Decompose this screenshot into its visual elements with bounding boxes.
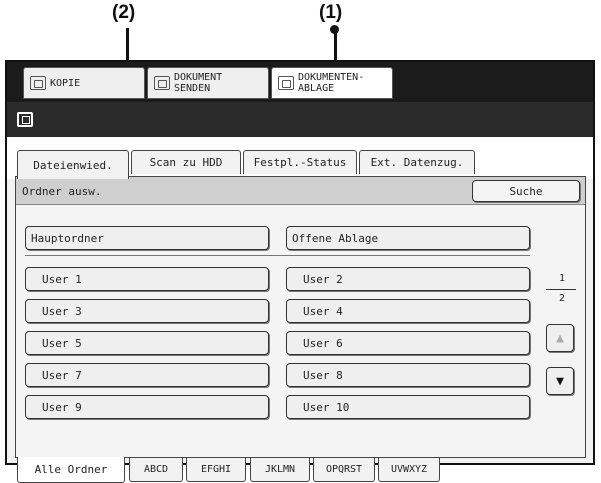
filter-tab-all[interactable]: Alle Ordner [17, 457, 125, 483]
user-folder-button-1[interactable]: User 1 [25, 267, 269, 291]
tabs-row: Dateienwied. Scan zu HDD Festpl.-Status … [7, 137, 593, 179]
filter-tab-uvwxyz[interactable]: UVWXYZ [378, 458, 440, 482]
mode-tab-dokument-senden-label: DOKUMENT SENDEN [174, 72, 222, 94]
callout-1-leader [334, 26, 337, 72]
page-up-button[interactable]: ▲ [546, 324, 574, 352]
mode-tab-dokumenten-ablage[interactable]: DOKUMENTEN- ABLAGE [271, 67, 393, 99]
filter-tab-opqrst[interactable]: OPQRST [313, 458, 375, 482]
document-filing-screen: KOPIE DOKUMENT SENDEN DOKUMENTEN- ABLAGE… [5, 60, 595, 483]
user-folder-button-7[interactable]: User 7 [25, 363, 269, 387]
user-folder-button-5[interactable]: User 5 [25, 331, 269, 355]
mode-tab-dokument-senden[interactable]: DOKUMENT SENDEN [147, 67, 269, 99]
user-folder-button-2[interactable]: User 2 [286, 267, 530, 291]
mode-tab-dokumenten-ablage-label: DOKUMENTEN- ABLAGE [298, 72, 364, 94]
folder-separator [25, 255, 530, 256]
user-folder-button-6[interactable]: User 6 [286, 331, 530, 355]
user-folder-button-10[interactable]: User 10 [286, 395, 530, 419]
mode-tab-kopie-label: KOPIE [50, 77, 81, 89]
user-folder-button-3[interactable]: User 3 [25, 299, 269, 323]
callout-1: (1) [319, 2, 343, 23]
mode-bar: KOPIE DOKUMENT SENDEN DOKUMENTEN- ABLAGE [7, 62, 593, 102]
folder-header-bar: Ordner ausw. Suche [16, 177, 585, 205]
mode-tab-line2: SENDEN [174, 83, 211, 94]
send-document-icon [154, 76, 170, 90]
page-down-button[interactable]: ▼ [546, 367, 574, 395]
filter-tab-efghi[interactable]: EFGHI [186, 458, 246, 482]
document-filing-icon [278, 76, 294, 90]
user-folder-button-9[interactable]: User 9 [25, 395, 269, 419]
arrow-down-icon: ▼ [556, 373, 564, 389]
copy-icon [30, 76, 46, 90]
callout-1-dot [330, 25, 339, 34]
arrow-up-icon: ▲ [556, 330, 564, 346]
folder-panel: Ordner ausw. Suche Hauptordner Offene Ab… [15, 176, 586, 458]
main-folder-button[interactable]: Hauptordner [25, 226, 269, 250]
mode-tab-line1: DOKUMENT [174, 72, 223, 83]
mode-tab-kopie[interactable]: KOPIE [23, 67, 145, 99]
tab-ext-datenzug[interactable]: Ext. Datenzug. [359, 150, 475, 174]
folder-select-label: Ordner ausw. [22, 185, 102, 198]
quick-file-folder-button[interactable]: Offene Ablage [286, 226, 530, 250]
tab-dateienwied[interactable]: Dateienwied. [17, 150, 129, 179]
tab-scan-zu-hdd[interactable]: Scan zu HDD [131, 150, 241, 174]
document-filing-icon [17, 112, 33, 127]
filter-tab-jklmn[interactable]: JKLMN [250, 458, 310, 482]
page-current: 1 [558, 273, 566, 284]
callout-2: (2) [112, 2, 136, 23]
tab-festpl-status[interactable]: Festpl.-Status [243, 150, 357, 174]
page-divider [546, 289, 576, 290]
title-bar [7, 102, 593, 137]
page-total: 2 [558, 293, 566, 304]
filter-tab-abcd[interactable]: ABCD [129, 458, 183, 482]
user-folder-button-8[interactable]: User 8 [286, 363, 530, 387]
mode-tab-line2: ABLAGE [298, 83, 335, 94]
user-folder-button-4[interactable]: User 4 [286, 299, 530, 323]
search-button[interactable]: Suche [472, 180, 580, 202]
mode-tab-line1: DOKUMENTEN- [298, 72, 365, 83]
